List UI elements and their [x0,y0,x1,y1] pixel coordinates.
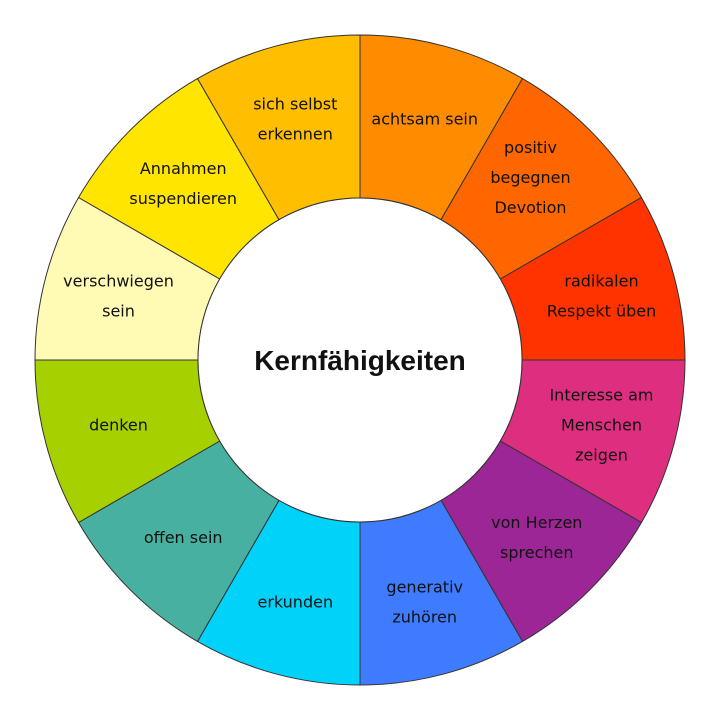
segment-label-line: begegnen [490,168,570,187]
segment-label: Interesse am Menschen zeigen [549,386,653,465]
segment-label: Annahmen suspendieren [129,159,237,208]
segment-label: denken [89,416,148,435]
segment-label: sich selbst erkennen [253,95,337,144]
segment-label-line: zuhören [392,607,457,626]
segment-label-line: Respekt üben [547,301,656,320]
wheel-center [197,197,523,523]
segment-label-line: Devotion [494,198,566,217]
segment-label-line: sich selbst [253,95,337,114]
segment-label-line: suspendieren [129,189,237,208]
segment-label-line: verschwiegen [63,271,174,290]
segment-label: von Herzen sprechen [491,513,582,562]
segment-label-line: sprechen [500,543,573,562]
segment-label-line: generativ [386,577,463,596]
segment-label-line: von Herzen [491,513,582,532]
segment-label-line: Annahmen [140,159,227,178]
segment-label-line: sein [102,301,135,320]
segment-label: erkunden [257,592,333,611]
segment-label-line: offen sein [144,528,223,547]
segment-label: generativ zuhören [386,577,463,626]
segment-label: offen sein [144,528,223,547]
segment-label-line: zeigen [575,446,628,465]
segment-label-line: achtsam sein [371,110,478,129]
center-title: Kernfähigkeiten [254,345,466,376]
segment-label: achtsam sein [371,110,478,129]
segment-label-line: erkunden [257,592,333,611]
segment-label-line: denken [89,416,148,435]
segment-label-line: radikalen [564,271,638,290]
segment-label-line: Menschen [561,416,642,435]
segment-label-line: Interesse am [549,386,653,405]
segment-label-line: erkennen [258,125,333,144]
segment-label: verschwiegen sein [63,271,174,320]
segment-label-line: positiv [504,138,557,157]
